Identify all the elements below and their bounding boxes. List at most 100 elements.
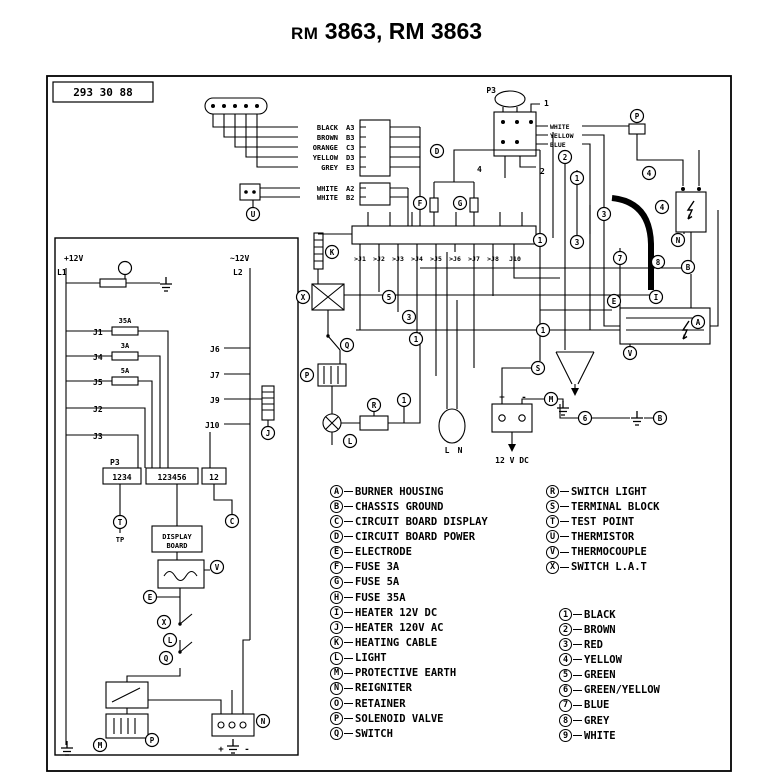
fuse-5a-symbol	[469, 197, 479, 213]
connector-a2-b2	[359, 182, 391, 206]
circle-marker: R	[366, 397, 382, 413]
legend-key: M	[330, 666, 343, 680]
legend-key: N	[330, 681, 343, 695]
fuse-35a-symbol	[111, 326, 139, 336]
marker-letter: K	[330, 248, 335, 257]
legend-label: CHASSIS GROUND	[355, 500, 444, 513]
marker-letter: L	[168, 636, 173, 645]
circle-marker: E	[142, 589, 158, 605]
legend-dash	[560, 566, 569, 568]
heater-cable	[611, 195, 654, 290]
schematic-label: L	[445, 446, 450, 455]
circle-marker: 7	[612, 250, 628, 266]
legend-dash	[344, 581, 353, 583]
marker-letter: 3	[407, 313, 412, 322]
schematic-label: BLUE	[550, 141, 566, 149]
schematic-label: BLACK	[317, 124, 339, 132]
power-board-connector	[493, 111, 537, 157]
marker-letter: B	[686, 263, 691, 272]
circle-marker: M	[92, 737, 108, 753]
legend-label: THERMISTOR	[571, 530, 635, 543]
marker-letter: Q	[345, 341, 350, 350]
legend-dash	[573, 720, 582, 722]
schematic-label: A3	[346, 124, 354, 132]
ground-symbol	[227, 739, 239, 754]
legend-label: SWITCH LIGHT	[571, 485, 647, 498]
display-harness-connector	[204, 97, 268, 115]
legend-key: Q	[330, 727, 343, 741]
schematic-label: WHITE	[317, 194, 338, 202]
circle-marker: V	[622, 345, 638, 361]
circle-marker: X	[156, 614, 172, 630]
legend-label: BURNER HOUSING	[355, 485, 444, 498]
labels-layer: BLACKBROWNORANGEYELLOWGREYA3B3C3D3E3WHIT…	[57, 86, 574, 755]
legend-dash	[573, 689, 582, 691]
schematic-label: >J3	[392, 255, 404, 263]
legend-dash	[344, 612, 353, 614]
legend-key: V	[546, 545, 559, 559]
circle-marker: P	[629, 108, 645, 124]
circle-marker: D	[429, 143, 445, 159]
schematic-label: 12 V DC	[495, 456, 529, 465]
circle-marker	[117, 260, 133, 276]
schematic-label: J6	[210, 345, 220, 354]
doc-number: 293 30 88	[73, 86, 133, 99]
legend-dash	[344, 551, 353, 553]
marker-letter: P	[305, 371, 310, 380]
legend-key: 5	[559, 668, 572, 682]
battery-connector	[211, 713, 255, 737]
schematic-label: 123456	[158, 473, 187, 482]
arrowheads	[508, 388, 579, 452]
legend-dash	[344, 566, 353, 568]
schematic-label: >J4	[411, 255, 423, 263]
marker-letter: 1	[414, 335, 419, 344]
ac-cord	[438, 408, 466, 444]
legend-label: CIRCUIT BOARD DISPLAY	[355, 515, 488, 528]
ground-symbol	[557, 401, 569, 416]
legend-dash	[344, 733, 353, 735]
legend-label: FUSE 3A	[355, 561, 400, 574]
marker-letter: 5	[387, 293, 392, 302]
legend-dash	[560, 491, 569, 493]
legend-label: ELECTRODE	[355, 546, 412, 559]
legend-dash	[560, 551, 569, 553]
schematic-label: J9	[210, 396, 220, 405]
schematic-label: 2	[540, 167, 545, 176]
circle-marker: 8	[650, 254, 666, 270]
schematic-label: C3	[346, 144, 354, 152]
circle-marker: B	[680, 259, 696, 275]
sine-symbol	[163, 570, 198, 582]
schematic-label: >J1	[354, 255, 366, 263]
wiring-lines	[65, 90, 719, 745]
legend-key: O	[330, 697, 343, 711]
legend-dash	[344, 536, 353, 538]
legend-label: SOLENOID VALVE	[355, 712, 444, 725]
legend-dash	[344, 491, 353, 493]
marker-letter: Q	[164, 654, 169, 663]
schematic-label: E3	[346, 164, 354, 172]
legend-key: D	[330, 530, 343, 544]
legend-label: HEATER 12V DC	[355, 606, 438, 619]
circle-marker: P	[299, 367, 315, 383]
ground-symbol	[631, 411, 643, 426]
marker-letter: J	[266, 429, 271, 438]
legend-key: K	[330, 636, 343, 650]
legend-label: PROTECTIVE EARTH	[355, 667, 457, 680]
legend-key: X	[546, 560, 559, 574]
schematic-label: WHITE	[550, 123, 570, 131]
circle-marker: 1	[532, 232, 548, 248]
circle-marker: V	[209, 559, 225, 575]
schematic-label: N	[458, 446, 463, 455]
terminal-block-123456	[145, 467, 199, 485]
legend-label: FUSE 35A	[355, 591, 406, 604]
